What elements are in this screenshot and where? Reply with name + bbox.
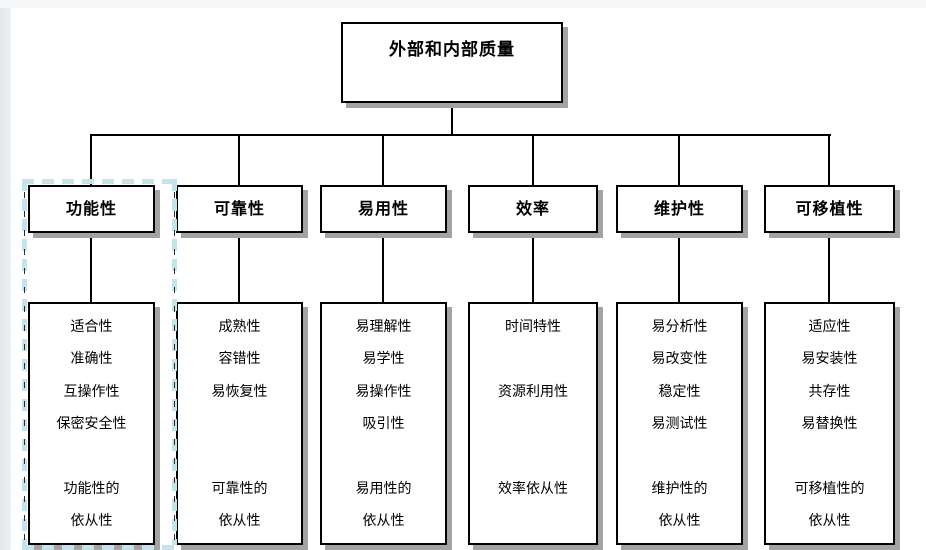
sub-item: 易改变性 [651, 351, 708, 368]
sub-item: 成熟性 [218, 319, 261, 335]
connector-root-stub [451, 103, 453, 135]
connector-sub-reliability [238, 233, 240, 302]
category-node-maintainability: 维护性 [616, 185, 743, 233]
sub-item: 准确性 [70, 351, 113, 368]
sub-item: 可靠性的 [211, 480, 268, 497]
sub-item [470, 441, 596, 473]
sub-item: 易理解性 [355, 319, 412, 335]
sub-item: 易学性 [362, 351, 405, 368]
category-label: 可移植性 [795, 199, 864, 218]
connector-sub-maintainability [678, 233, 680, 302]
sub-node-maintainability: 易分析性 易改变性 稳定性 易测试性 维护性的 依从性 [616, 302, 743, 545]
category-label: 可靠性 [213, 199, 265, 218]
sub-item [178, 441, 301, 473]
category-node-portability: 可移植性 [764, 185, 895, 233]
category-node-usability: 易用性 [320, 185, 447, 233]
connector-drop-functionality [90, 134, 92, 185]
root-node: 外部和内部质量 [341, 22, 563, 103]
sub-item: 功能性的 [63, 480, 120, 497]
sub-item: 依从性 [218, 513, 261, 530]
category-label: 效率 [515, 199, 550, 218]
category-label: 维护性 [653, 199, 705, 218]
left-margin-strip [0, 0, 11, 550]
selection-rect-bottom [22, 545, 177, 550]
category-node-reliability: 可靠性 [176, 185, 303, 233]
connector-drop-usability [382, 134, 384, 185]
sub-item: 维护性的 [651, 480, 708, 497]
category-node-functionality: 功能性 [28, 185, 155, 233]
sub-item [178, 408, 301, 440]
sub-item: 易替换性 [801, 416, 858, 433]
selection-rect-top [22, 179, 177, 184]
category-label: 易用性 [357, 199, 409, 218]
connector-horizontal-bar [91, 134, 831, 136]
sub-node-usability: 易理解性 易学性 易操作性 吸引性 易用性的 依从性 [320, 302, 447, 545]
sub-item: 共存性 [808, 383, 851, 400]
sub-item: 效率依从性 [498, 480, 568, 497]
sub-item [618, 441, 741, 473]
root-node-label: 外部和内部质量 [389, 40, 515, 60]
sub-item: 吸引性 [362, 416, 405, 433]
connector-sub-functionality [90, 233, 92, 302]
sub-item [322, 441, 445, 473]
sub-item [470, 505, 596, 537]
sub-item: 易分析性 [651, 319, 708, 335]
sub-item: 容错性 [218, 351, 261, 368]
sub-item: 稳定性 [658, 383, 701, 400]
sub-item: 资源利用性 [498, 383, 568, 400]
sub-item: 依从性 [808, 513, 851, 530]
category-node-efficiency: 效率 [468, 185, 598, 233]
sub-item [470, 408, 596, 440]
connector-drop-reliability [238, 134, 240, 185]
sub-node-portability: 适应性 易安装性 共存性 易替换性 可移植性的 依从性 [764, 302, 895, 545]
sub-node-functionality: 适合性 准确性 互操作性 保密安全性 功能性的 依从性 [28, 302, 155, 545]
top-margin-strip [0, 0, 926, 8]
sub-item: 保密安全性 [56, 416, 127, 433]
sub-item: 时间特性 [505, 319, 561, 335]
selection-rect-right [172, 179, 177, 545]
sub-item: 易恢复性 [211, 383, 268, 400]
sub-node-reliability: 成熟性 容错性 易恢复性 可靠性的 依从性 [176, 302, 303, 545]
sub-item: 适应性 [808, 319, 851, 335]
sub-item: 依从性 [70, 513, 113, 530]
sub-item: 依从性 [362, 513, 405, 530]
sub-item: 依从性 [658, 513, 701, 530]
connector-drop-maintainability [678, 134, 680, 185]
sub-item: 易安装性 [801, 351, 858, 368]
sub-item [470, 343, 596, 375]
sub-item: 适合性 [70, 319, 113, 335]
sub-node-efficiency: 时间特性 资源利用性 效率依从性 [468, 302, 598, 545]
sub-item: 易操作性 [355, 383, 412, 400]
connector-sub-portability [828, 233, 830, 302]
sub-item: 互操作性 [63, 383, 120, 400]
connector-drop-efficiency [532, 134, 534, 185]
sub-item: 易测试性 [651, 416, 708, 433]
connector-drop-portability [828, 134, 830, 185]
sub-item: 可移植性的 [794, 480, 865, 497]
connector-sub-usability [382, 233, 384, 302]
connector-sub-efficiency [532, 233, 534, 302]
selection-rect-left [22, 179, 27, 545]
sub-item [30, 441, 153, 473]
sub-item: 易用性的 [355, 480, 412, 497]
sub-item [766, 441, 893, 473]
category-label: 功能性 [65, 199, 117, 218]
